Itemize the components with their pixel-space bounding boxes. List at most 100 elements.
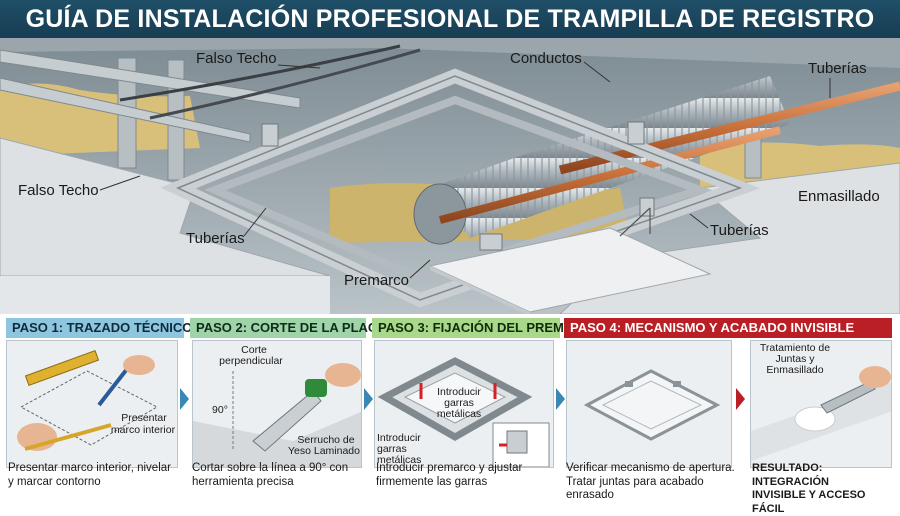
callout-line <box>409 259 431 279</box>
safety-cable <box>619 207 651 237</box>
arrow-icon <box>364 388 373 410</box>
step-4-note-3: Enmasillado <box>766 364 824 376</box>
step-1-caption-line-1: Presentar marco interior, nivelar <box>8 462 171 474</box>
callout-line <box>583 61 611 83</box>
step-4-illustration-a <box>567 341 731 467</box>
level-icon <box>24 350 100 386</box>
step-4-caption-line-2: Tratar juntas para acabado enrasado <box>566 475 704 502</box>
step-1-note-2: marco interior <box>110 424 176 436</box>
hand-icon <box>123 355 155 375</box>
inner-opening <box>403 372 507 424</box>
filler-compound <box>794 406 836 432</box>
label-falso-techo-left: Falso Techo <box>18 182 99 199</box>
step-3-note-5: garras <box>377 443 407 455</box>
step-4-note-2: Juntas y <box>775 353 815 365</box>
step-2-note-3: Serrucho de <box>297 434 355 446</box>
spatula-icon <box>820 380 876 414</box>
channel <box>0 49 301 109</box>
label-enmasillado: Enmasillado <box>798 188 880 205</box>
label-falso-techo-top: Falso Techo <box>196 50 277 67</box>
hero-illustration: Falso Techo Conductos Tuberías Falso Tec… <box>0 38 900 316</box>
step-2-note-4: Yeso Laminado <box>287 445 360 457</box>
step-2-note-2: perpendicular <box>219 355 283 367</box>
step-1-note-1: Presentar <box>121 412 167 424</box>
step-2-note-1: Corte <box>241 344 267 356</box>
step-1-panel: Presentar marco interior <box>6 340 178 468</box>
saw-handle <box>305 379 327 397</box>
step-1-caption-line-2: y marcar contorno <box>8 475 101 488</box>
result-line-2: INVISIBLE Y ACCESO FÁCIL <box>752 489 866 515</box>
saw-icon <box>252 390 322 452</box>
cable <box>119 44 401 102</box>
step-1-illustration <box>7 341 177 467</box>
cable <box>149 48 421 120</box>
label-conductos: Conductos <box>510 50 582 67</box>
step-2-caption: Cortar sobre la línea a 90° con herramie… <box>192 462 368 489</box>
step-4-panel-a <box>566 340 732 468</box>
step-4-caption: Verificar mecanismo de apertura. Tratar … <box>566 462 746 503</box>
ruler <box>24 423 112 451</box>
step-2-illustration <box>193 341 361 467</box>
label-tuberias-mid: Tuberías <box>710 222 769 239</box>
step-3-illustration <box>375 341 553 467</box>
steps-strip: PASO 1: TRAZADO TÉCNICO Presentar marco … <box>0 316 900 515</box>
step-4-illustration-b <box>751 341 891 467</box>
slab <box>0 38 900 68</box>
latch-icon <box>625 381 633 387</box>
step-2-panel: Corte perpendicular 90° Serrucho de Yeso… <box>192 340 362 468</box>
page-title: GUÍA DE INSTALACIÓN PROFESIONAL DE TRAMP… <box>25 5 875 33</box>
step-3-caption-line-2: firmemente las garras <box>376 475 488 488</box>
inner-frame <box>204 95 713 283</box>
step-3-heading: PASO 3: FIJACIÓN DEL PREMARCO <box>372 318 602 338</box>
latch-icon <box>506 430 528 454</box>
arrow-icon <box>556 388 565 410</box>
step-3-caption-line-1: Introducir premarco y ajustar <box>376 462 523 474</box>
result-caption: RESULTADO: INTEGRACIÓN INVISIBLE Y ACCES… <box>752 462 898 516</box>
step-1-caption: Presentar marco interior, nivelar y marc… <box>8 462 184 489</box>
latch-icon <box>261 123 279 147</box>
hinge-icon <box>479 233 503 251</box>
pencil-icon <box>97 367 129 407</box>
step-4-note-1: Tratamiento de <box>759 342 831 354</box>
callout-line <box>99 175 141 191</box>
step-3-note-3: metálicas <box>436 408 482 420</box>
step-2-note-angle: 90° <box>212 404 228 416</box>
premarco-outline <box>176 75 743 301</box>
title-bar: GUÍA DE INSTALACIÓN PROFESIONAL DE TRAMP… <box>0 0 900 38</box>
step-3-note-1: Introducir <box>437 386 481 398</box>
step-2-caption-line-2: herramienta precisa <box>192 475 294 488</box>
step-4-heading: PASO 4: MECANISMO Y ACABADO INVISIBLE <box>564 318 892 338</box>
arrow-icon <box>736 388 745 410</box>
latch-icon <box>627 121 645 145</box>
step-3-note-4: Introducir <box>377 432 421 444</box>
step-1-heading: PASO 1: TRAZADO TÉCNICO <box>6 318 192 338</box>
step-3-caption: Introducir premarco y ajustar firmemente… <box>376 462 556 489</box>
access-panel <box>428 227 712 313</box>
step-4-caption-line-1: Verificar mecanismo de apertura. <box>566 462 735 474</box>
arrow-icon <box>180 388 189 410</box>
access-panel-edge <box>430 266 530 316</box>
label-tuberias-right: Tuberías <box>808 60 867 77</box>
copper-pipe <box>438 126 782 224</box>
result-line-1: RESULTADO: INTEGRACIÓN <box>752 462 829 488</box>
callout-line <box>689 213 709 229</box>
access-door-inner <box>601 380 703 430</box>
step-3-note-2: garras <box>444 397 474 409</box>
latch-icon <box>639 197 655 217</box>
marked-contour <box>19 370 159 446</box>
insulation-left <box>0 83 200 156</box>
hand-icon <box>325 363 361 387</box>
callout-line <box>243 207 267 237</box>
step-2-caption-line-1: Cortar sobre la línea a 90° con <box>192 462 349 474</box>
step-3-panel: Introducir garras metálicas Introducir g… <box>374 340 554 468</box>
step-3-note-6: metálicas <box>377 454 422 466</box>
callout-line <box>277 64 321 69</box>
ceiling-board-left <box>0 137 331 277</box>
ceiling-cutaway-illustration <box>0 38 900 316</box>
step-2-heading: PASO 2: CORTE DE LA PLACA <box>190 318 387 338</box>
step-4-panel-b: Tratamiento de Juntas y Enmasillado <box>750 340 892 468</box>
hand-icon <box>859 366 891 388</box>
label-premarco: Premarco <box>344 272 410 289</box>
latch-icon <box>673 381 681 387</box>
ceiling-board-bottom <box>0 276 330 314</box>
